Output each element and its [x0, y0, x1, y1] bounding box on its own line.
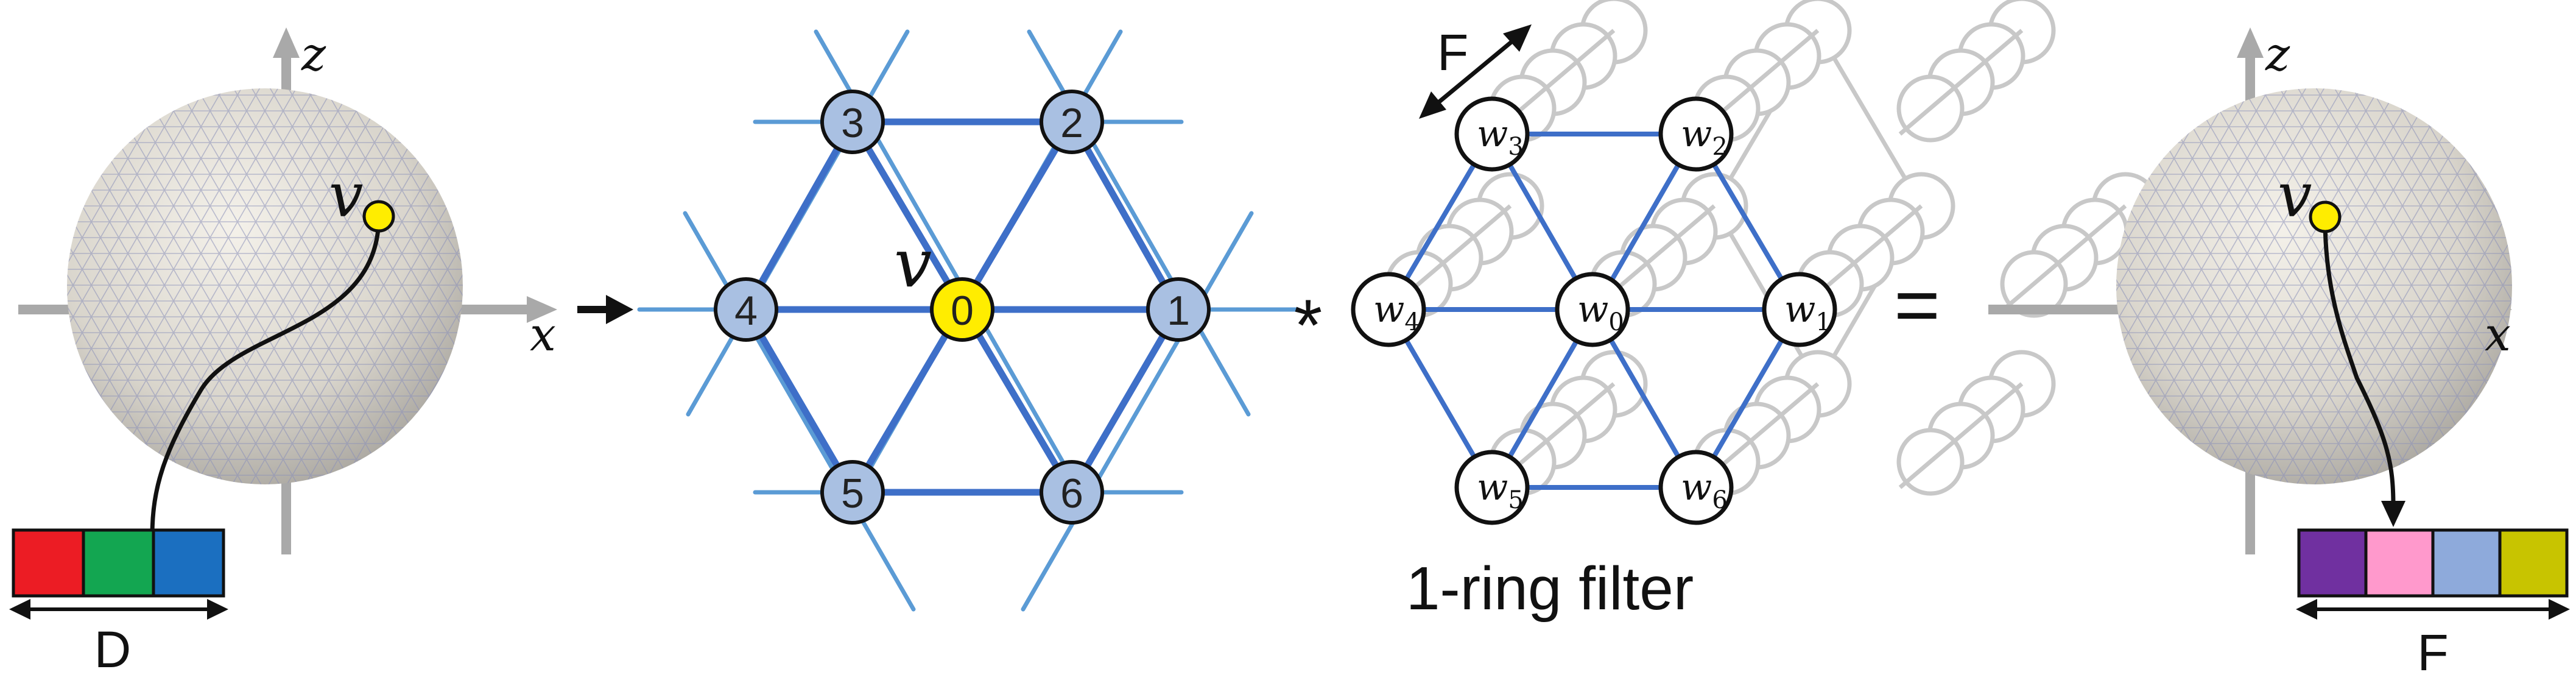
dim-arrowhead-left-r [207, 599, 228, 620]
filter-weight-6: w6 [1658, 450, 1734, 525]
weight-base-2: w [1681, 113, 1712, 155]
svg-text:w0: w0 [1577, 288, 1624, 336]
filter-weight-3: w3 [1454, 96, 1530, 172]
x-axis-label-right: x [2485, 307, 2511, 361]
mesh-node-label-6: 6 [1060, 470, 1083, 517]
filter-depth-arrowhead-b [1503, 24, 1532, 52]
mesh-node-6: 6 [1040, 460, 1104, 525]
mesh-panel: v 0 1 2 3 4 5 6 [637, 29, 1300, 612]
weight-sub-4: 4 [1404, 308, 1420, 336]
left-sphere-panel: z x v D [9, 27, 557, 678]
filter-depth-arrowhead-a [1419, 91, 1446, 119]
mesh-node-label-4: 4 [734, 288, 758, 334]
right-sphere-panel: z x v F [1988, 27, 2570, 681]
filter-panel: w0 w1 w2 w3 w4 w5 w6 F 1-ring fil [1351, 0, 2159, 623]
mesh-node-5: 5 [820, 460, 885, 525]
vertex-marker-left [362, 200, 395, 233]
mesh-node-label-1: 1 [1167, 288, 1190, 334]
weight-sub-5: 5 [1508, 486, 1523, 514]
filter-weight-1: w1 [1762, 272, 1837, 347]
weight-sub-2: 2 [1712, 133, 1727, 161]
mesh-node-0: 0 [930, 277, 994, 342]
mesh-node-label-0: 0 [951, 288, 974, 334]
svg-text:w5: w5 [1477, 466, 1524, 514]
right-sphere-mesh [2116, 88, 2512, 484]
weight-base-5: w [1477, 466, 1508, 509]
vertex-label-left: v [329, 160, 364, 231]
weight-base-0: w [1577, 288, 1608, 331]
mesh-node-1: 1 [1146, 277, 1211, 342]
feature-link-left [150, 218, 381, 537]
mesh-node-2: 2 [1040, 90, 1104, 154]
svg-text:w3: w3 [1477, 113, 1524, 161]
weight-base-6: w [1681, 466, 1712, 509]
weight-base-1: w [1784, 288, 1815, 331]
filter-weight-2: w2 [1658, 96, 1734, 172]
weight-sub-0: 0 [1608, 308, 1624, 336]
mesh-node-4: 4 [714, 277, 778, 342]
weight-base-3: w [1477, 113, 1508, 155]
feature-cell-right-4 [2498, 528, 2569, 598]
vertex-label-right: v [2278, 160, 2312, 231]
filter-caption: 1-ring filter [1406, 554, 1694, 623]
filter-depth-stack [1385, 0, 2159, 496]
dim-arrowhead-right-l [2296, 599, 2317, 620]
convolution-operator: * [1294, 285, 1323, 366]
mesh-node-label-3: 3 [841, 100, 864, 146]
feature-link-right [2323, 219, 2396, 506]
mesh-node-label-5: 5 [841, 470, 864, 517]
svg-text:w2: w2 [1681, 113, 1728, 161]
feature-cell-right-2 [2364, 528, 2435, 598]
feature-link-arrowhead-right [2381, 501, 2405, 527]
filter-weight-0: w0 [1555, 272, 1630, 347]
dim-arrowhead-right-r [2549, 599, 2570, 620]
weight-sub-3: 3 [1508, 133, 1523, 161]
left-sphere-mesh [67, 88, 463, 484]
weight-base-4: w [1373, 288, 1404, 331]
weight-sub-6: 6 [1712, 486, 1727, 514]
vertex-marker-right [2309, 200, 2342, 233]
x-axis-arrowhead-left [527, 296, 557, 323]
svg-text:w6: w6 [1681, 466, 1728, 514]
filter-weight-5: w5 [1454, 450, 1530, 525]
dim-label-right: F [2417, 624, 2448, 681]
filter-depth-label: F [1437, 24, 1468, 81]
dim-arrowhead-left-l [9, 599, 30, 620]
feature-cell-left-3 [152, 528, 225, 598]
feature-cell-right-1 [2297, 528, 2368, 598]
feature-cell-left-2 [82, 528, 155, 598]
x-axis-label-left: x [530, 307, 556, 361]
feature-cell-right-3 [2431, 528, 2502, 598]
feature-cell-left-1 [12, 528, 85, 598]
filter-weight-4: w4 [1351, 272, 1426, 347]
svg-text:w4: w4 [1373, 288, 1420, 336]
z-axis-label-right: z [2265, 27, 2290, 81]
weight-sub-1: 1 [1815, 308, 1831, 336]
svg-text:w1: w1 [1784, 288, 1831, 336]
arrow-operator [577, 295, 633, 324]
mesh-node-3: 3 [820, 90, 885, 154]
dim-label-left: D [94, 621, 132, 678]
z-axis-arrowhead-right [2237, 27, 2264, 58]
mesh-center-label: v [894, 224, 932, 302]
z-axis-arrowhead-left [273, 27, 300, 58]
z-axis-label-left: z [301, 27, 326, 81]
mesh-node-label-2: 2 [1060, 100, 1083, 146]
equals-operator: = [1894, 260, 1940, 349]
filter-depth-arrow [1429, 34, 1521, 110]
